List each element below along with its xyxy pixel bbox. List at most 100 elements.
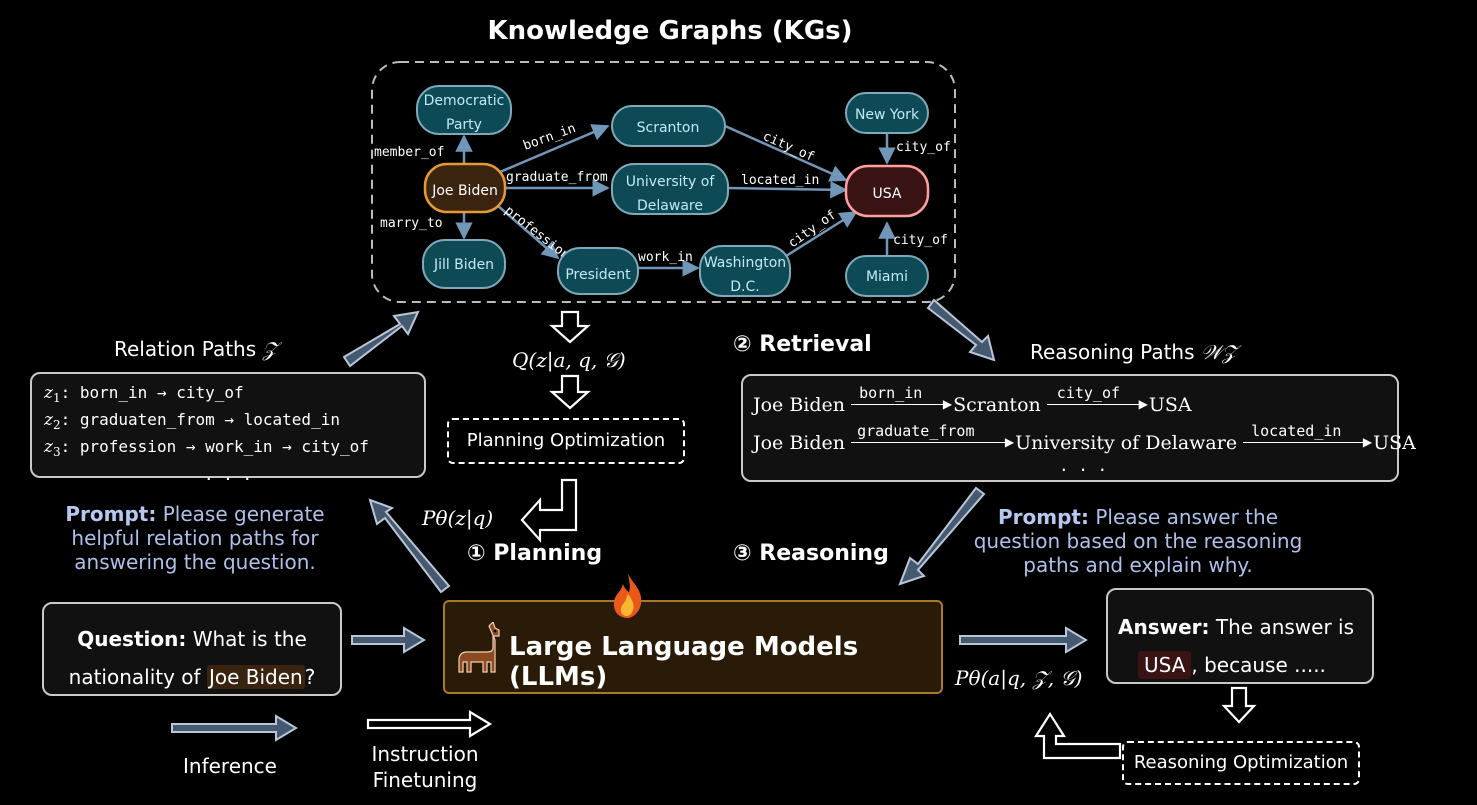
reasoning-paths-symbol: 𝒲𝒵 bbox=[1200, 340, 1238, 364]
prompt-right: Prompt: Please answer the question based… bbox=[948, 505, 1328, 577]
edge-born-in bbox=[499, 124, 610, 174]
node-label-democratic: Democratic bbox=[424, 93, 505, 109]
label-member-of: member_of bbox=[374, 145, 444, 160]
node-miami bbox=[845, 255, 929, 297]
node-president bbox=[557, 247, 639, 295]
prompt-left: Prompt: Please generate helpful relation… bbox=[40, 502, 350, 574]
llm-box: Large Language Models (LLMs) bbox=[443, 574, 943, 694]
label-born-in: born_in bbox=[521, 121, 578, 154]
label-profession: profession bbox=[502, 203, 573, 263]
legend-instruction-line-1: Instruction bbox=[371, 742, 479, 766]
node-label-jill-biden: Jill Biden bbox=[433, 257, 494, 273]
question-text-1: What is the bbox=[192, 627, 307, 651]
node-label-washington-2: D.C. bbox=[730, 279, 759, 295]
label-work-in: work_in bbox=[638, 250, 693, 265]
relation-paths-title: Relation Paths 𝒵 bbox=[114, 337, 278, 361]
relation-path-3: z3: profession → work_in → city_of bbox=[44, 437, 369, 460]
node-label-new-york: New York bbox=[855, 107, 920, 123]
node-usa bbox=[844, 164, 930, 218]
answer-entity: USA bbox=[1138, 651, 1192, 679]
reasoning-paths-ellipsis: . . . bbox=[1059, 456, 1108, 475]
relation-paths-box: z1: born_in → city_of z2: graduaten_from… bbox=[30, 372, 426, 484]
arrow-planning-opt-to-ptheta bbox=[520, 478, 578, 543]
answer-label: Answer: bbox=[1118, 615, 1210, 639]
answer-text-1: The answer is bbox=[1215, 615, 1355, 639]
reasoning-path-1: Joe Biden born_in▶ Scranton city_of▶ USA bbox=[753, 384, 1192, 416]
question-entity: Joe Biden bbox=[206, 665, 305, 689]
planning-optimization-box: Planning Optimization bbox=[447, 418, 685, 464]
prompt-right-line-1: Please answer the bbox=[1095, 505, 1279, 529]
edge-city-of-washington bbox=[785, 210, 858, 258]
edge-located-in bbox=[727, 180, 848, 199]
arrow-llm-to-answer bbox=[959, 626, 1088, 654]
relation-paths-title-text: Relation Paths bbox=[114, 337, 257, 361]
legend-instruction-arrow bbox=[366, 710, 493, 738]
arrow-question-to-llm bbox=[351, 626, 426, 654]
node-joe-biden bbox=[423, 162, 507, 214]
prompt-right-line-2: question based on the reasoning bbox=[973, 529, 1303, 553]
kg-title: Knowledge Graphs (KGs) bbox=[487, 16, 853, 46]
planning-label: ① Planning bbox=[467, 541, 603, 566]
question-text-2: nationality of bbox=[68, 665, 201, 689]
kg-container bbox=[371, 61, 956, 303]
node-jill-biden bbox=[422, 239, 506, 289]
edge-profession bbox=[496, 204, 560, 260]
node-label-miami: Miami bbox=[866, 269, 908, 285]
answer-text-2: , because ..... bbox=[1191, 653, 1326, 677]
label-city-of-washington: city_of bbox=[786, 208, 839, 252]
label-marry-to: marry_to bbox=[380, 216, 443, 231]
legend-instruction-label: Instruction Finetuning bbox=[355, 741, 495, 793]
prompt-right-label: Prompt: bbox=[997, 505, 1089, 529]
relation-path-1: z1: born_in → city_of bbox=[44, 383, 244, 406]
node-label-joe-biden: Joe Biden bbox=[431, 183, 498, 199]
prompt-left-line-2: helpful relation paths for bbox=[71, 526, 319, 550]
p-theta-a: Pθ(a|q, 𝒵, 𝒢) bbox=[955, 666, 1083, 690]
llm-label: Large Language Models (LLMs) bbox=[509, 632, 859, 692]
node-democratic-party bbox=[416, 85, 512, 135]
legend-inference-arrow bbox=[171, 714, 298, 742]
arrow-relation-to-kg bbox=[342, 310, 420, 368]
node-new-york bbox=[845, 92, 929, 134]
p-theta-z: Pθ(z|q) bbox=[422, 506, 494, 530]
legend-inference-label: Inference bbox=[183, 754, 277, 778]
relation-path-2: z2: graduaten_from → located_in bbox=[44, 410, 340, 433]
relation-paths-ellipsis: . . . bbox=[203, 464, 253, 484]
node-scranton bbox=[611, 105, 726, 147]
node-university bbox=[611, 163, 729, 215]
fire-icon bbox=[613, 574, 642, 618]
node-washington bbox=[699, 245, 791, 297]
question-end: ? bbox=[304, 665, 316, 689]
q-formula: Q(z|a, q, 𝒢) bbox=[512, 348, 626, 372]
relation-paths-symbol: 𝒵 bbox=[262, 337, 278, 361]
label-city-of-miami: city_of bbox=[893, 233, 948, 248]
arrow-q-to-planning-opt bbox=[549, 374, 591, 410]
arrow-llm-to-relation bbox=[368, 498, 451, 594]
reasoning-label: ③ Reasoning bbox=[733, 541, 889, 566]
label-graduate-from: graduate_from bbox=[506, 170, 608, 185]
arrow-reasoning-to-llm bbox=[898, 486, 986, 586]
label-located-in: located_in bbox=[741, 173, 819, 188]
prompt-left-line-3: answering the question. bbox=[74, 550, 316, 574]
node-label-washington-1: Washington bbox=[704, 255, 786, 271]
llama-icon bbox=[458, 622, 500, 673]
label-city-of-scranton: city_of bbox=[760, 129, 816, 165]
reasoning-optimization-box: Reasoning Optimization bbox=[1122, 741, 1360, 785]
question-box: Question: What is the nationality of Joe… bbox=[42, 602, 342, 696]
reasoning-paths-title: Reasoning Paths 𝒲𝒵 bbox=[1030, 340, 1237, 364]
node-label-university-1: University of bbox=[626, 174, 716, 190]
prompt-right-line-3: paths and explain why. bbox=[1023, 553, 1253, 577]
node-label-university-2: Delaware bbox=[637, 198, 703, 214]
node-label-president: President bbox=[565, 267, 631, 283]
node-label-scranton: Scranton bbox=[637, 120, 700, 136]
retrieval-label: ② Retrieval bbox=[733, 332, 872, 357]
arrow-kg-to-q bbox=[549, 310, 591, 344]
edge-city-of-scranton bbox=[724, 124, 848, 182]
legend-instruction-line-2: Finetuning bbox=[372, 768, 478, 792]
arrow-reasoning-opt-to-ptheta bbox=[1033, 711, 1122, 760]
reasoning-path-2: Joe Biden graduate_from▶ University of D… bbox=[753, 422, 1416, 454]
reasoning-paths-box: Joe Biden born_in▶ Scranton city_of▶ USA… bbox=[741, 374, 1416, 482]
prompt-left-label: Prompt: bbox=[65, 502, 157, 526]
reasoning-paths-title-text: Reasoning Paths bbox=[1030, 340, 1195, 364]
label-city-of-newyork: city_of bbox=[896, 140, 951, 155]
